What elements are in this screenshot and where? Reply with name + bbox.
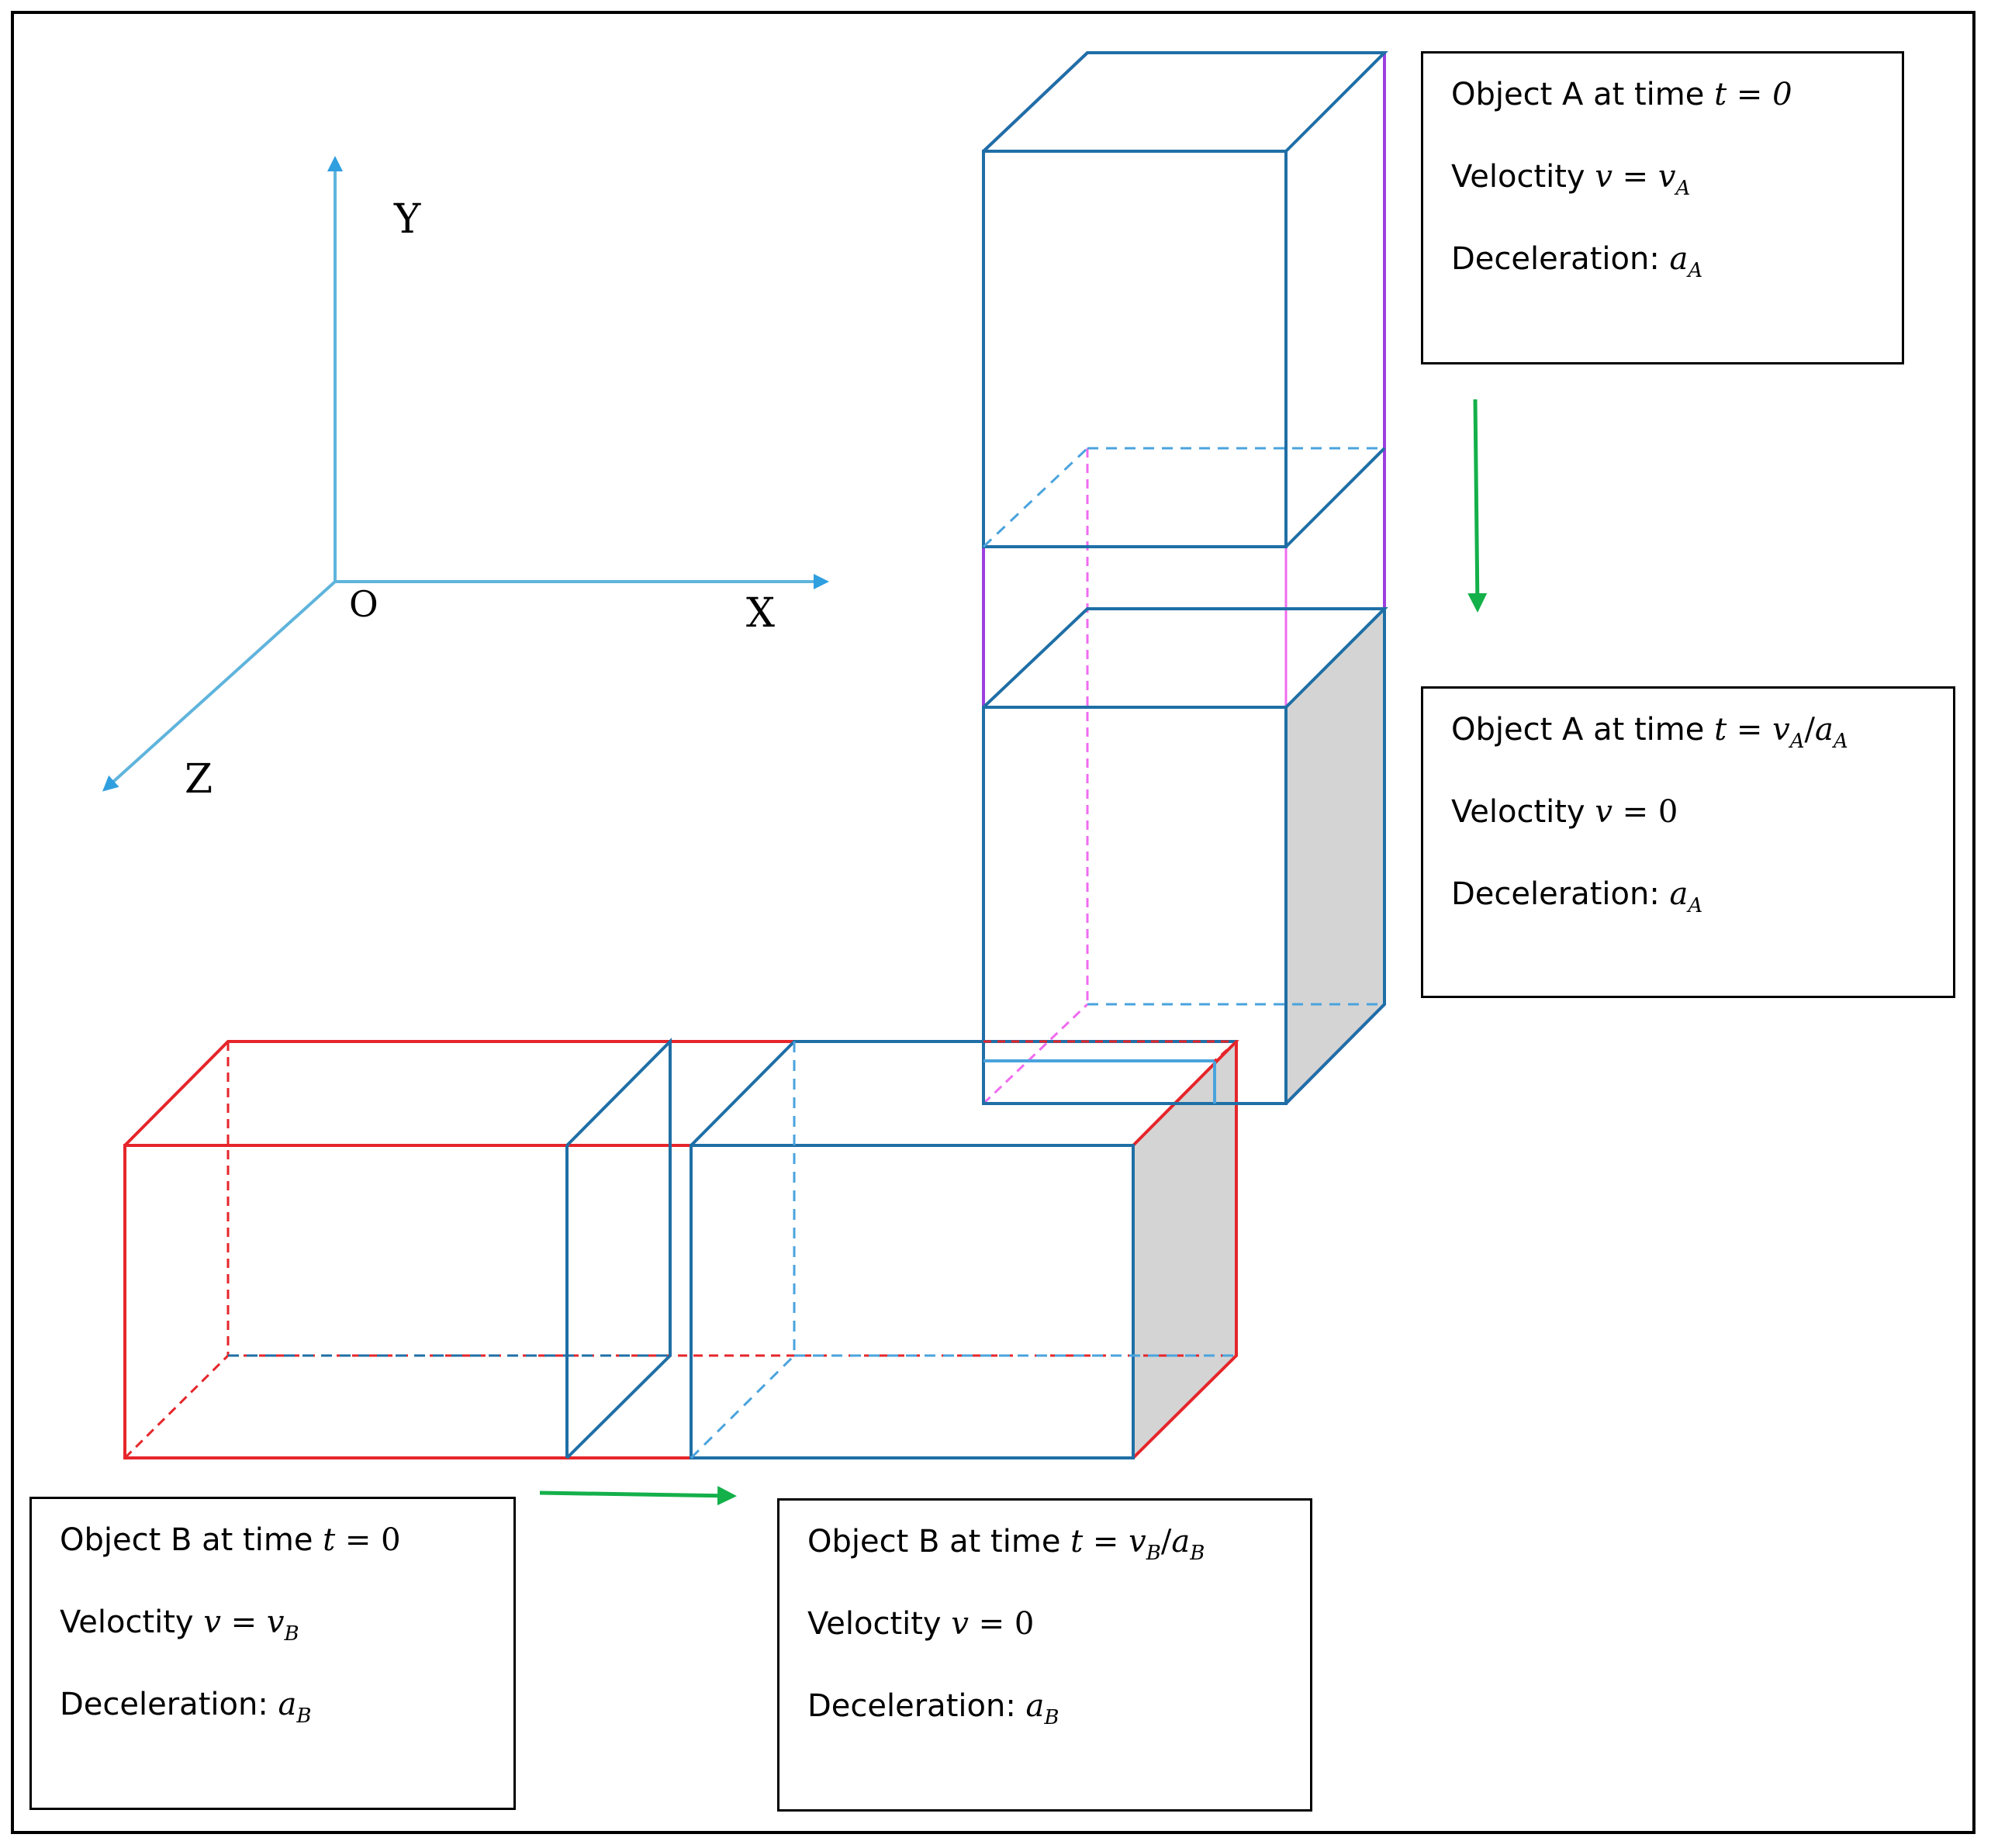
velocity-label: Veloctity bbox=[1451, 794, 1595, 830]
object-a-bottom-hidden-diag bbox=[982, 1003, 1089, 1105]
y-axis-label: Y bbox=[393, 196, 421, 243]
velocity-value: v bbox=[1657, 159, 1676, 195]
velocity-label: Veloctity bbox=[1451, 159, 1595, 195]
object-b-swept-front bbox=[123, 1144, 1135, 1459]
deceleration-label: Deceleration: bbox=[60, 1687, 278, 1722]
object-a-start-front bbox=[982, 150, 1288, 548]
deceleration-subscript: B bbox=[296, 1705, 312, 1728]
velocity-label: Veloctity bbox=[60, 1604, 204, 1640]
object-b-end-time-line: Object B at time t = vB/aB bbox=[807, 1524, 1205, 1565]
object-a-start-deceleration-line: Deceleration: aA bbox=[1451, 240, 1874, 322]
object-b-start-time-text: Object B at time bbox=[60, 1522, 323, 1558]
object-a-end-right bbox=[1284, 609, 1386, 1105]
object-b-start-right-face bbox=[565, 1038, 672, 1459]
object-a-end-time-line: Object A at time t = vA/aA bbox=[1451, 712, 1848, 753]
velocity-value: v bbox=[266, 1604, 285, 1640]
time-value: 0 bbox=[381, 1522, 401, 1558]
deceleration-subscript: A bbox=[1688, 894, 1703, 917]
time-numerator: v bbox=[1772, 712, 1790, 748]
velocity-variable: v bbox=[1595, 794, 1613, 830]
object-a-step-red bbox=[983, 1040, 1239, 1062]
time-variable: t bbox=[323, 1522, 336, 1558]
object-a-start-hidden-diag bbox=[982, 447, 1089, 548]
velocity-variable: v bbox=[951, 1606, 969, 1642]
deceleration-variable: a bbox=[1669, 241, 1689, 277]
object-b-end-time-text: Object B at time bbox=[807, 1524, 1071, 1560]
time-denominator-subscript: B bbox=[1190, 1542, 1205, 1565]
time-denominator: a bbox=[1814, 712, 1834, 748]
deceleration-label: Deceleration: bbox=[1451, 241, 1670, 277]
object-a-path bbox=[982, 51, 1388, 1105]
deceleration-variable: a bbox=[1669, 876, 1689, 912]
z-axis-label: Z bbox=[185, 756, 213, 803]
deceleration-variable: a bbox=[1025, 1688, 1045, 1724]
object-a-start-time-line: Object A at time t = 0 bbox=[1451, 77, 1792, 112]
z-axis bbox=[102, 580, 337, 792]
time-value: 0 bbox=[1772, 77, 1792, 112]
object-a-end-velocity-line: Veloctity v = 0 bbox=[1451, 794, 1678, 830]
object-b-start-velocity-line: Veloctity v = vB bbox=[60, 1604, 299, 1646]
time-variable: t bbox=[1714, 77, 1727, 112]
object-a-start-velocity-line: Veloctity v = vA bbox=[1451, 159, 1691, 200]
x-axis-label: X bbox=[746, 590, 775, 637]
velocity-value: 0 bbox=[1014, 1606, 1035, 1642]
velocity-variable: v bbox=[1595, 159, 1613, 195]
object-b-hidden-diagonal bbox=[123, 1354, 230, 1459]
coordinate-axes: Y X Z O bbox=[102, 156, 829, 803]
object-b-swept-top-right bbox=[1132, 1040, 1238, 1147]
object-a-start-box: Object A at time t = 0 Veloctity v = vA … bbox=[1421, 51, 1904, 364]
object-a-end-time-text: Object A at time bbox=[1451, 712, 1715, 748]
deceleration-label: Deceleration: bbox=[1451, 876, 1670, 912]
deceleration-label: Deceleration: bbox=[807, 1688, 1026, 1724]
deceleration-variable: a bbox=[278, 1687, 297, 1722]
object-b-start-time-line: Object B at time t = 0 bbox=[60, 1522, 401, 1558]
velocity-subscript: B bbox=[284, 1622, 299, 1646]
object-b-end-front bbox=[690, 1144, 1135, 1459]
object-a-motion-arrow bbox=[1467, 399, 1488, 613]
velocity-variable: v bbox=[203, 1604, 221, 1640]
origin-label: O bbox=[349, 583, 378, 625]
object-b-end-shaded-face bbox=[1133, 1041, 1236, 1458]
object-b-motion-arrow bbox=[539, 1486, 737, 1506]
object-a-end-top bbox=[982, 607, 1388, 709]
time-denominator: a bbox=[1171, 1524, 1191, 1560]
object-b-end-deceleration-line: Deceleration: aB bbox=[807, 1687, 1282, 1769]
time-variable: t bbox=[1714, 712, 1727, 748]
object-b-start-deceleration-line: Deceleration: aB bbox=[60, 1685, 486, 1767]
object-b-end-velocity-line: Veloctity v = 0 bbox=[807, 1606, 1035, 1642]
object-a-start-time-text: Object A at time bbox=[1451, 77, 1715, 112]
object-a-start-top bbox=[982, 51, 1388, 153]
object-b-end-box: Object B at time t = vB/aB Veloctity v =… bbox=[777, 1498, 1312, 1812]
object-a-end-box: Object A at time t = vA/aA Veloctity v =… bbox=[1421, 686, 1955, 998]
time-denominator-subscript: A bbox=[1833, 730, 1848, 753]
time-numerator-subscript: B bbox=[1146, 1542, 1161, 1565]
object-a-end-shaded-face bbox=[1286, 609, 1384, 1104]
object-a-end-front bbox=[982, 706, 1288, 1105]
velocity-subscript: A bbox=[1675, 177, 1691, 200]
time-numerator-subscript: A bbox=[1789, 730, 1805, 753]
object-a-end-deceleration-line: Deceleration: aA bbox=[1451, 875, 1925, 957]
deceleration-subscript: A bbox=[1688, 259, 1703, 282]
object-b-start-box: Object B at time t = 0 Veloctity v = vB … bbox=[29, 1497, 516, 1810]
object-a-start-bottom-right bbox=[1284, 447, 1386, 548]
deceleration-subscript: B bbox=[1044, 1706, 1059, 1729]
velocity-value: 0 bbox=[1657, 794, 1678, 830]
object-b-end-hidden-diagonal bbox=[690, 1354, 796, 1459]
time-numerator: v bbox=[1129, 1524, 1146, 1560]
time-variable: t bbox=[1070, 1524, 1084, 1560]
velocity-label: Veloctity bbox=[807, 1606, 952, 1642]
